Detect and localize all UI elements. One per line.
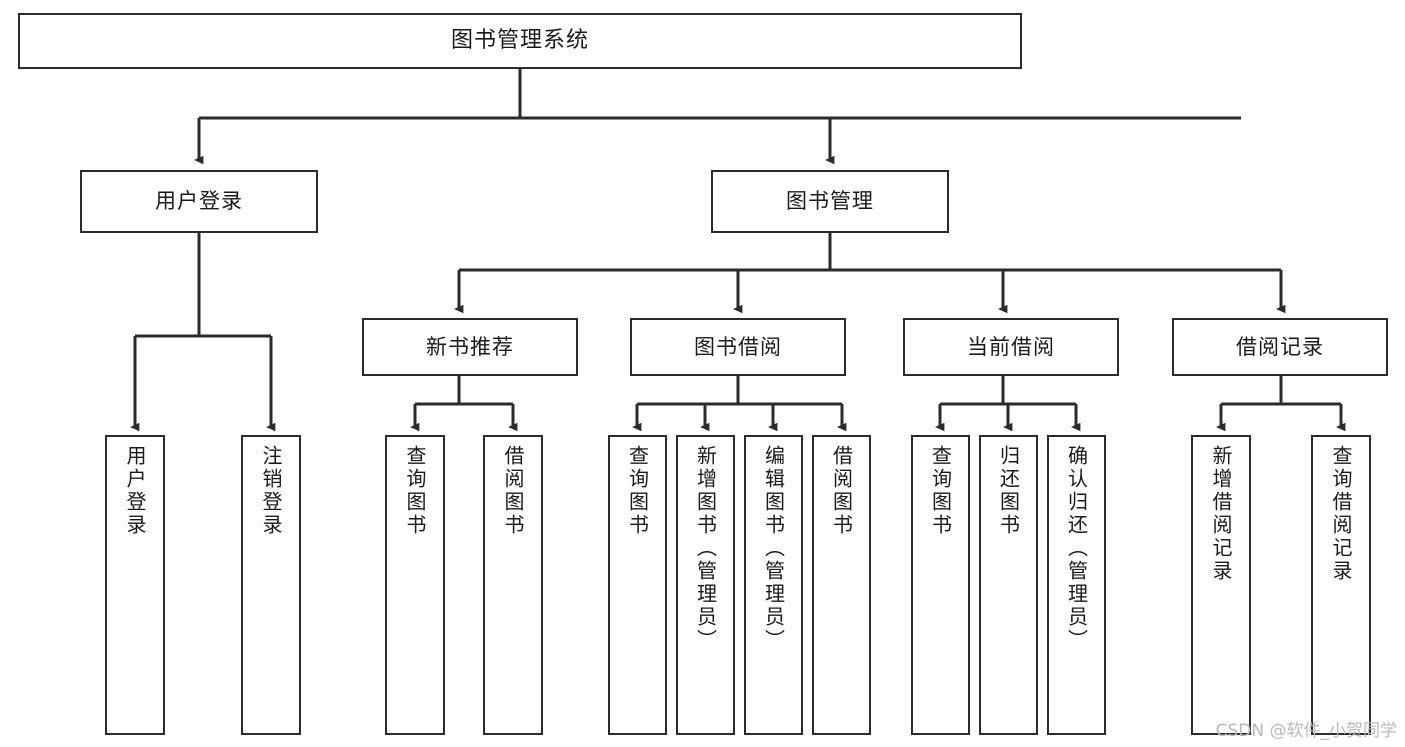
node-leaf-query-borrow-record[interactable]: 查询借阅记录 — [1311, 435, 1371, 735]
node-leaf-borrow-books[interactable]: 借阅图书 — [812, 435, 871, 735]
node-label: 查询图书 — [403, 445, 427, 537]
node-user-login[interactable]: 用户登录 — [80, 170, 318, 233]
node-leaf-add-borrow-record[interactable]: 新增借阅记录 — [1191, 435, 1251, 735]
node-label: 查询图书 — [928, 445, 953, 537]
node-label: 用户登录 — [155, 189, 243, 214]
node-label: 新增图书（管理员） — [693, 445, 718, 652]
node-label: 编辑图书（管理员） — [761, 445, 786, 652]
node-label: 图书管理 — [786, 189, 874, 214]
node-label: 用户登录 — [123, 445, 147, 537]
node-book-management[interactable]: 图书管理 — [711, 170, 949, 233]
node-label: 借阅图书 — [829, 445, 854, 537]
node-root-library-system[interactable]: 图书管理系统 — [18, 13, 1022, 69]
node-label: 注销登录 — [259, 445, 283, 537]
node-leaf-user-login[interactable]: 用户登录 — [105, 435, 165, 735]
node-label: 借阅记录 — [1236, 334, 1324, 359]
node-label: 归还图书 — [996, 445, 1021, 537]
node-label: 确认归还（管理员） — [1064, 445, 1089, 652]
node-leaf-edit-book-admin[interactable]: 编辑图书（管理员） — [744, 435, 803, 735]
node-label: 当前借阅 — [967, 334, 1055, 359]
node-book-borrowing[interactable]: 图书借阅 — [630, 318, 846, 376]
node-label: 新增借阅记录 — [1209, 445, 1233, 583]
node-leaf-add-book-admin[interactable]: 新增图书（管理员） — [676, 435, 735, 735]
node-label: 新书推荐 — [426, 334, 514, 359]
node-new-book-recommendation[interactable]: 新书推荐 — [362, 318, 578, 376]
node-label: 查询借阅记录 — [1329, 445, 1353, 583]
csdn-watermark: CSDN @软件_小贺同学 — [1215, 721, 1397, 741]
node-label: 图书管理系统 — [450, 28, 589, 54]
node-leaf-confirm-return-admin[interactable]: 确认归还（管理员） — [1047, 435, 1106, 735]
node-current-borrowing[interactable]: 当前借阅 — [903, 318, 1119, 376]
node-leaf-newbook-borrow-books[interactable]: 借阅图书 — [483, 435, 543, 735]
node-label: 图书借阅 — [694, 334, 782, 359]
node-label: 查询图书 — [625, 445, 650, 537]
node-leaf-logout[interactable]: 注销登录 — [241, 435, 301, 735]
node-leaf-return-books[interactable]: 归还图书 — [979, 435, 1038, 735]
node-borrow-records[interactable]: 借阅记录 — [1172, 318, 1388, 376]
node-leaf-current-query-books[interactable]: 查询图书 — [911, 435, 970, 735]
node-label: 借阅图书 — [501, 445, 525, 537]
node-leaf-borrow-query-books[interactable]: 查询图书 — [608, 435, 667, 735]
node-leaf-newbook-query-books[interactable]: 查询图书 — [385, 435, 445, 735]
